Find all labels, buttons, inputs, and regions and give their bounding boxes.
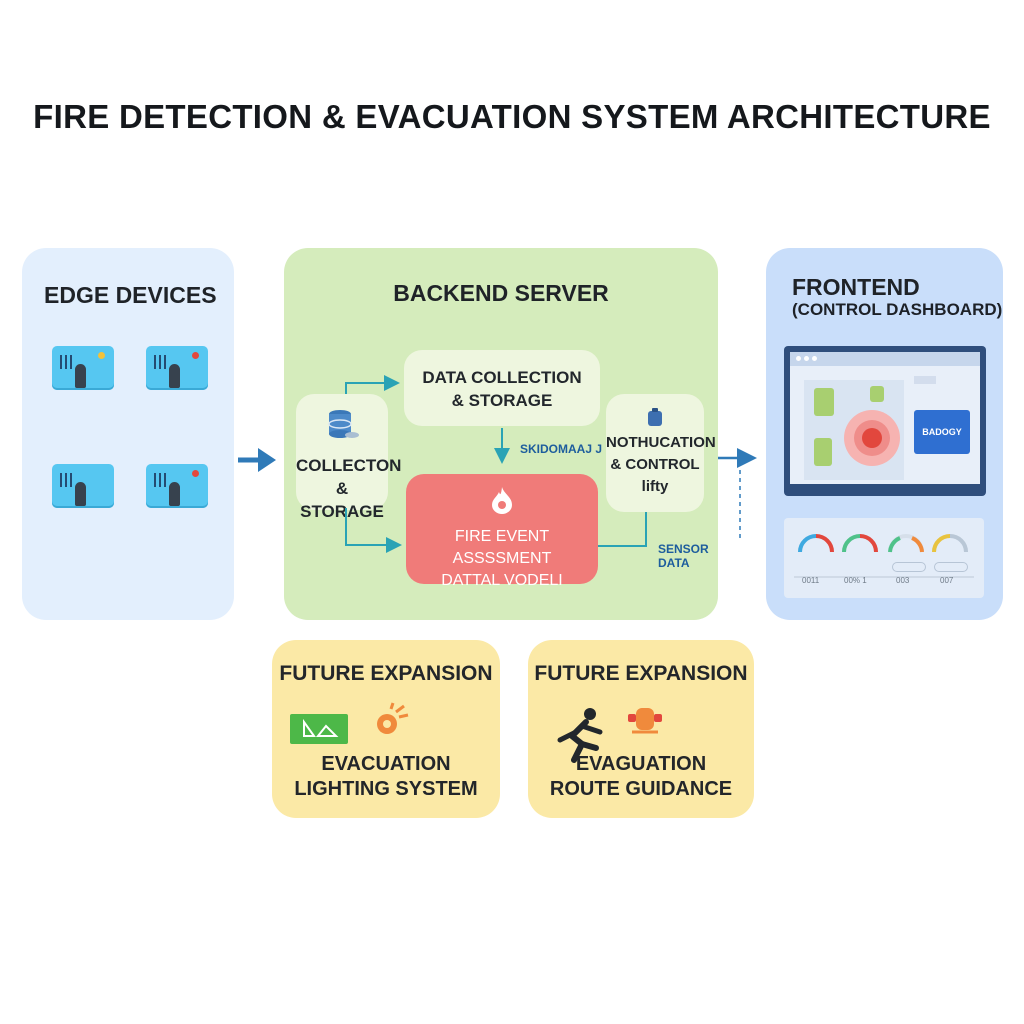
frontend-title: FRONTEND [792,274,920,300]
notification-label: & CONTROL [610,456,700,473]
gauge-value: 003 [896,576,910,585]
gauge-icon [798,534,834,553]
gauge-icon [932,534,968,553]
floor-map [804,380,904,480]
future-expansion-label: EVACUATION LIGHTING SYSTEM [272,752,500,802]
future-expansion-lighting-panel: FUTURE EXPANSION EVACUATION LIGHTING SYS… [272,640,500,818]
gauge-icon [888,534,924,553]
gauge-value: 00% 1 [844,576,867,585]
dashboard-screen: BADOGY [790,352,980,484]
future-expansion-line: ROUTE GUIDANCE [549,778,733,800]
data-collection-node: DATA COLLECTION & STORAGE [404,350,600,426]
edge-device-icon [146,346,208,390]
flame-icon [492,487,512,514]
gauge-value: 007 [940,576,954,585]
edge-device-icon [146,464,208,508]
database-icon [328,410,359,438]
future-expansion-line: LIGHTING SYSTEM [294,778,478,800]
notification-control-node: NOTHUCATION & CONTROL lifty [606,394,716,512]
notification-label: NOTHUCATION [606,434,716,451]
frontend-subtitle: (CONTROL DASHBOARD) [792,300,1003,319]
future-expansion-label: EVAGUATION ROUTE GUIDANCE [528,752,754,802]
dashboard-monitor: BADOGY [784,346,986,496]
gauge-value: 0011 [802,576,820,585]
notification-device-icon [648,408,662,426]
collection-storage-node: COLLECTON & STORAGE [296,394,402,521]
edge-devices-panel: EDGE DEVICES [22,248,234,620]
future-expansion-route-panel: FUTURE EXPANSION EVAGUATION ROUTE GUIDAN… [528,640,754,818]
running-person-icon [557,708,603,763]
edge-device-icon [52,346,114,390]
data-collection-label: DATA COLLECTION [422,368,582,387]
lighting-sign-icon [290,714,348,744]
gauge-panel: 0011 00% 1 003 007 [784,518,984,598]
frontend-panel: FRONTEND (CONTROL DASHBOARD) BADOGY [766,248,1003,620]
connector-model-to-notification [598,512,647,547]
connector-collection-to-data-arrow [345,375,400,394]
badge-button[interactable]: BADOGY [914,410,970,454]
future-expansion-line: EVACUATION [321,753,451,775]
notification-label: lifty [641,478,669,495]
gauge-icon [842,534,878,553]
sensor-data-label: SENSOR DATA [658,542,709,570]
skidomaaj-label: SKIDOMAAJ J [520,442,603,456]
backend-server-title: BACKEND SERVER [393,280,609,306]
fire-model-label: DATTAL VODELI [441,572,563,589]
collection-storage-label: COLLECTON [296,456,402,475]
backend-server-panel: BACKEND SERVER DATA COLLECTION & STORAGE… [284,248,718,620]
data-collection-label: & STORAGE [451,391,553,410]
future-expansion-title: FUTURE EXPANSION [534,662,748,685]
fire-model-label: FIRE EVENT ASSSSMENT [452,528,552,567]
edge-device-icon [52,464,114,508]
edge-to-backend-arrow [238,448,276,472]
future-expansion-line: EVAGUATION [575,753,707,775]
alarm-light-icon [377,702,409,734]
diagram-title: FIRE DETECTION & EVACUATION SYSTEM ARCHI… [33,98,991,135]
alarm-beacon-icon [628,708,662,734]
fire-event-assessment-node: FIRE EVENT ASSSSMENT DATTAL VODELI [406,474,598,589]
future-expansion-title: FUTURE EXPANSION [279,662,493,685]
connector-collection-to-model-arrow [345,508,402,553]
collection-storage-label: & STORAGE [300,479,384,521]
edge-devices-title: EDGE DEVICES [44,282,217,308]
